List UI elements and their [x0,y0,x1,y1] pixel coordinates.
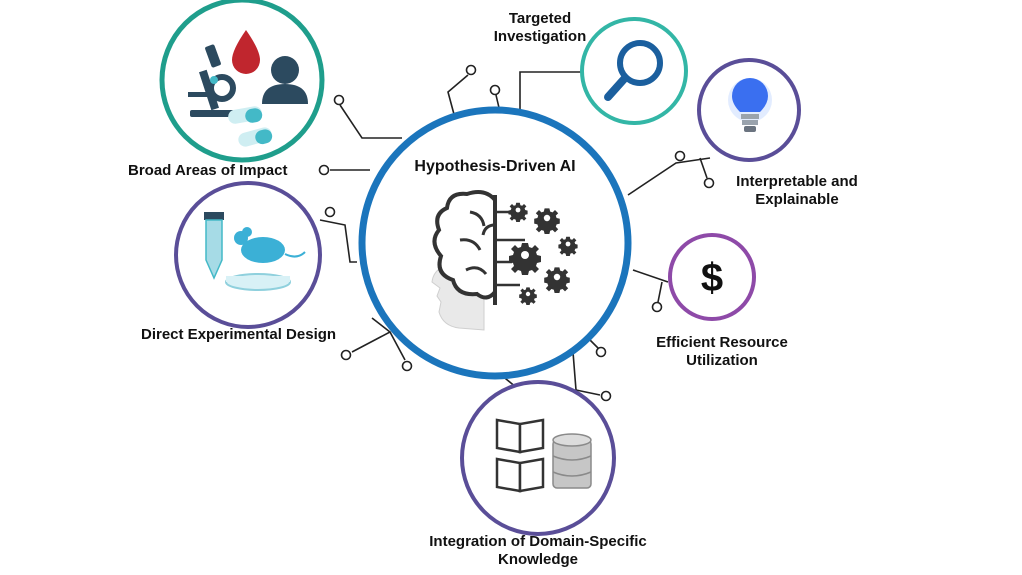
blood-drop-icon [232,30,260,74]
book-icon [495,418,545,493]
central-hub [358,106,632,380]
label-integration-line1: Integration of Domain-Specific [429,533,647,550]
pills-icon [228,106,273,147]
magnifier-icon [604,40,663,101]
database-icon [552,433,592,489]
mouse-icon [234,227,306,263]
label-targeted: Targeted Investigation [494,10,587,46]
petri-dish-icon [225,273,291,291]
label-efficient: Efficient Resource Utilization [656,334,788,370]
label-efficient-line2: Utilization [686,352,758,369]
center-title: Hypothesis-Driven AI [414,158,576,175]
label-integration-line2: Knowledge [497,551,579,568]
node-direct-design [174,181,322,329]
brain-gears-icon [431,190,578,331]
node-efficient: $ [668,233,756,321]
node-integration [460,380,616,536]
node-interpretable [697,58,801,162]
label-direct: Direct Experimental Design [141,326,337,343]
label-interpretable: Interpretable and Explainable [736,173,858,209]
node-targeted-investigation [580,17,688,125]
microscope-icon [188,44,236,117]
node-broad-impact [159,0,325,163]
label-interpretable-line2: Explainable [755,191,839,208]
label-integration: Integration of Domain-Specific Knowledge [429,533,647,569]
label-efficient-line1: Efficient Resource [656,334,788,351]
label-broad: Broad Areas of Impact [128,162,288,179]
label-targeted-line2: Investigation [493,28,587,45]
label-targeted-line1: Targeted [508,10,572,27]
person-icon [262,56,308,104]
test-tube-icon [204,212,224,280]
lightbulb-icon [728,78,772,132]
dollar-icon: $ [701,256,723,300]
label-interpretable-line1: Interpretable and [736,173,858,190]
